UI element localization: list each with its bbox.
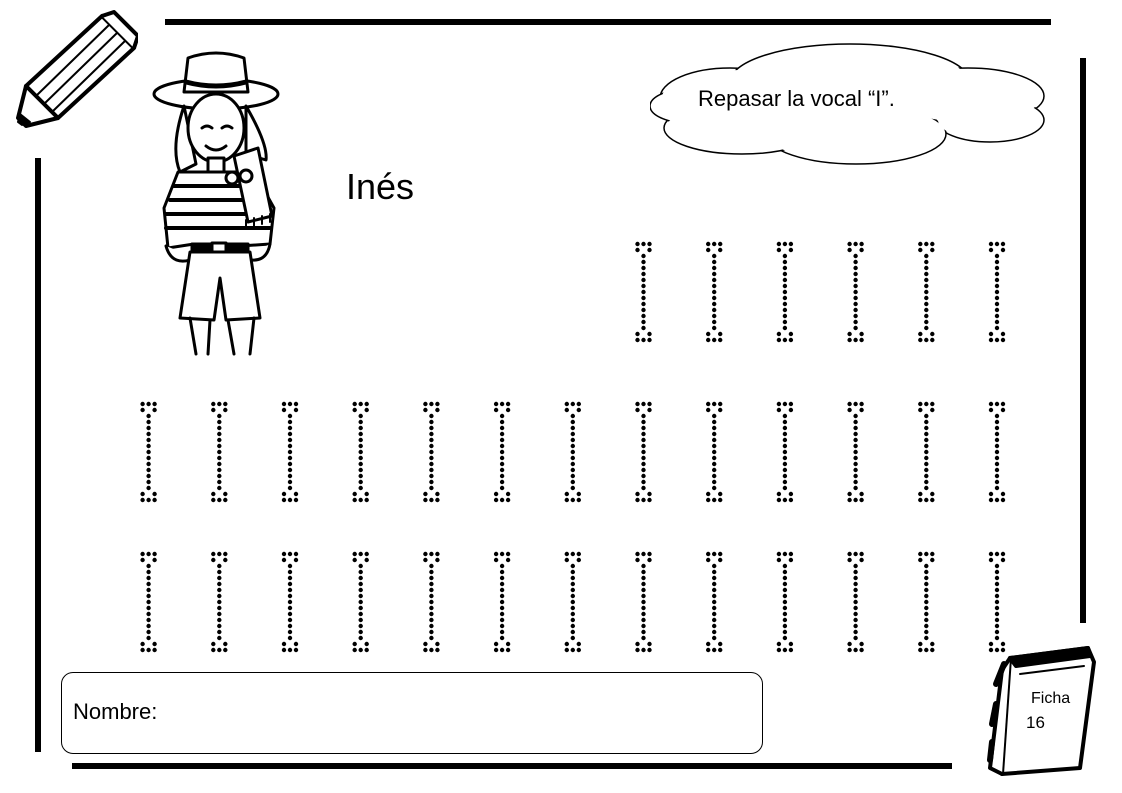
traced-letter-i (564, 401, 581, 503)
speech-cloud (650, 43, 1045, 165)
traced-letter-i (635, 241, 652, 343)
worksheet-label: Ficha (1031, 690, 1071, 707)
traced-letter-i (352, 401, 369, 503)
traced-letter-i (706, 401, 723, 503)
traced-letter-i (847, 401, 864, 503)
traced-letter-i (918, 401, 935, 503)
name-label: Nombre: (73, 699, 158, 724)
character-name: Inés (346, 166, 415, 207)
traced-letter-i (706, 241, 723, 343)
traced-letter-i (281, 401, 299, 503)
traced-letter-i (493, 551, 511, 653)
name-field[interactable]: Nombre: (61, 672, 763, 754)
worksheet-number: 16 (1026, 713, 1045, 732)
traced-letter-i (423, 401, 440, 503)
traced-letter-i (706, 551, 723, 653)
frame-right-bar (1080, 58, 1086, 623)
frame-top-bar (165, 19, 1051, 25)
traced-letter-i (776, 401, 794, 503)
pencil-icon (16, 10, 138, 128)
traced-letter-i (988, 551, 1006, 653)
instruction-text: Repasar la vocal “I”. (698, 86, 895, 111)
traced-letter-i (776, 551, 794, 653)
frame-bottom-bar (72, 763, 952, 769)
book-icon (987, 646, 1096, 776)
traced-letter-i (352, 551, 369, 653)
traced-letter-i (988, 241, 1006, 343)
frame-left-bar (35, 158, 41, 752)
girl-illustration (152, 51, 280, 356)
traced-letter-i (918, 551, 935, 653)
traced-letter-i (140, 551, 157, 653)
traced-letter-i (423, 551, 440, 653)
traced-letter-i (140, 401, 157, 503)
traced-letter-i (564, 551, 581, 653)
traced-letter-i (847, 241, 864, 343)
traced-letter-i (211, 401, 228, 503)
traced-letter-i (988, 401, 1006, 503)
traced-letter-i (281, 551, 299, 653)
traced-letter-i (847, 551, 864, 653)
traced-letter-i (635, 551, 652, 653)
traced-letter-i (635, 401, 652, 503)
traced-letter-i (776, 241, 794, 343)
traced-letter-i (493, 401, 511, 503)
traced-letter-i (211, 551, 228, 653)
traced-letter-i (918, 241, 935, 343)
